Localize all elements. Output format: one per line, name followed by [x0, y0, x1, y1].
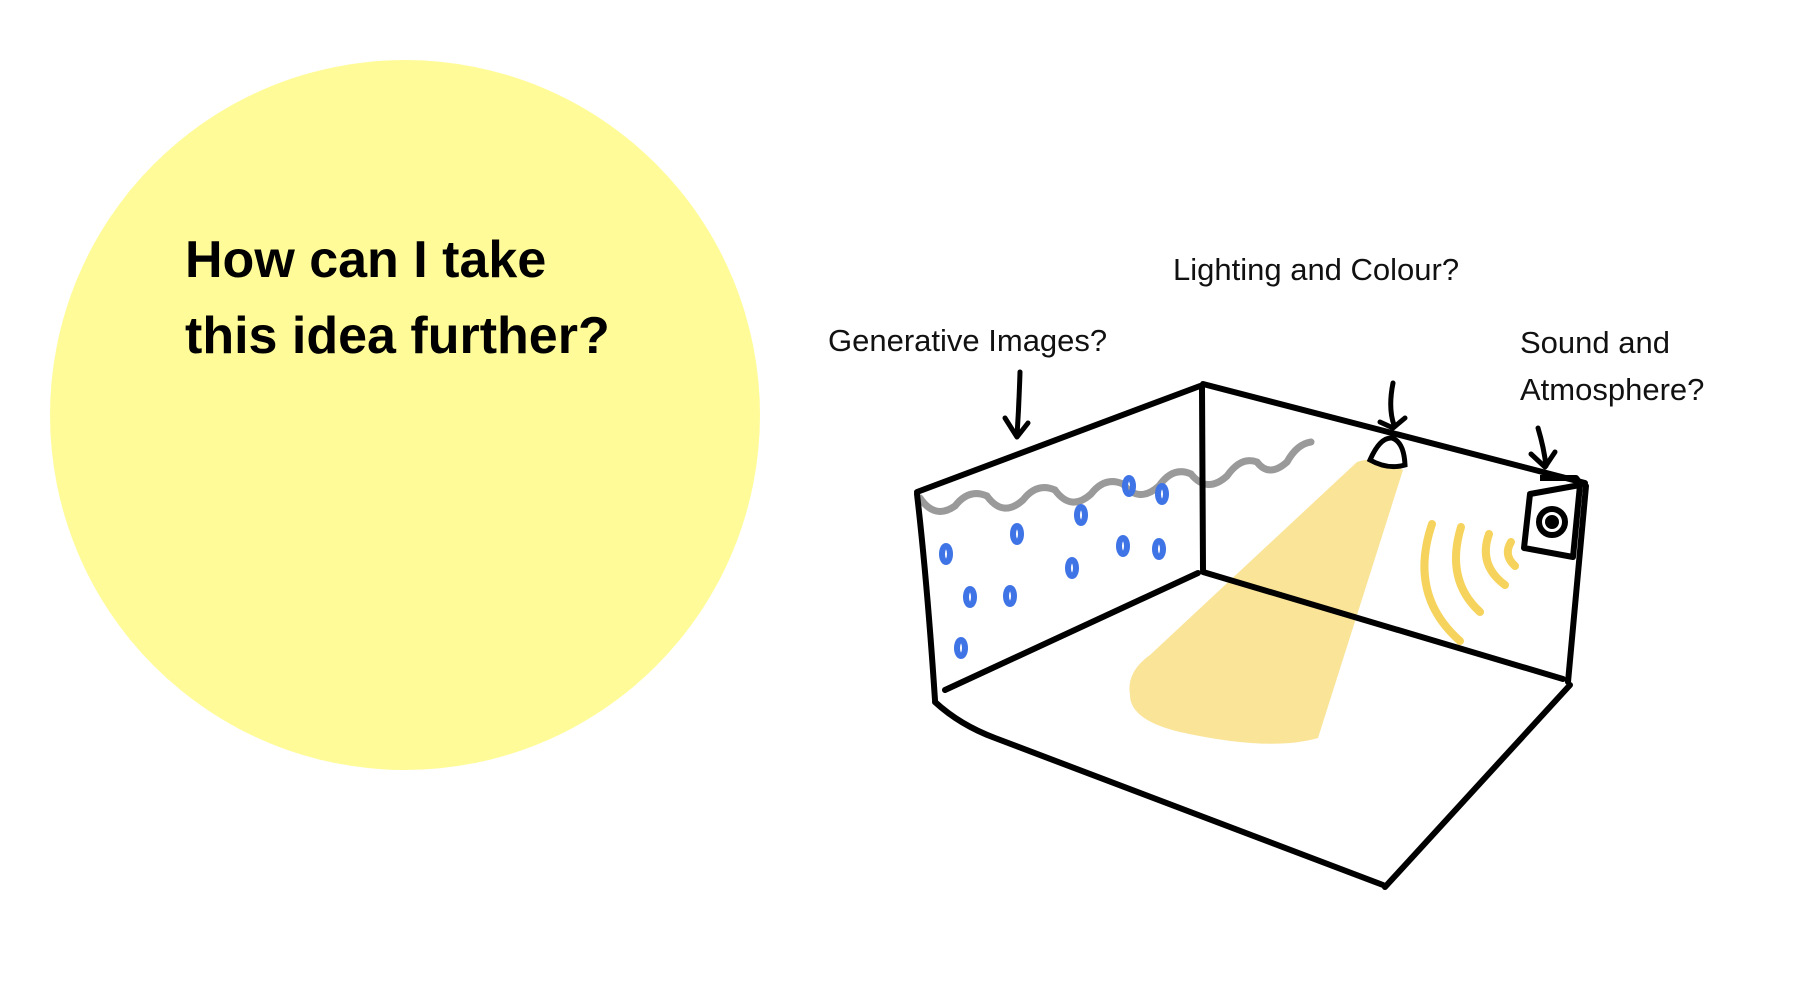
room-outline: [914, 381, 1589, 890]
yellow-circle: [50, 60, 760, 770]
speaker-icon: [1521, 475, 1586, 560]
raindrop-icon: [1065, 557, 1079, 579]
lighting-colour-text: Lighting and Colour?: [1173, 252, 1460, 287]
arrow-down-icon: [1377, 380, 1408, 431]
question-line-1: How can I take: [185, 231, 547, 289]
generative-images-text: Generative Images?: [828, 323, 1108, 358]
raindrop-icon: [954, 637, 968, 659]
raindrop-icon: [1074, 504, 1088, 526]
raindrops: [939, 475, 1169, 659]
sound-label-line-1: Sound and: [1520, 325, 1670, 360]
generative-images-label: Generative Images?: [828, 317, 1107, 364]
sound-label-line-2: Atmosphere?: [1520, 372, 1705, 407]
raindrop-icon: [1010, 523, 1024, 545]
arrows: [1002, 369, 1558, 470]
raindrop-icon: [1155, 483, 1169, 505]
sound-atmosphere-label: Sound and Atmosphere?: [1520, 319, 1704, 413]
ceiling-lamp-icon: [1366, 435, 1408, 470]
light-beam: [1129, 459, 1403, 744]
arrow-down-icon: [1528, 425, 1558, 470]
question-heading: How can I take this idea further?: [185, 222, 610, 374]
raindrop-icon: [963, 586, 977, 608]
raindrop-icon: [939, 543, 953, 565]
wave-pattern: [916, 438, 1315, 515]
raindrop-icon: [1152, 538, 1166, 560]
raindrop-icon: [1116, 535, 1130, 557]
question-line-2: this idea further?: [185, 307, 610, 365]
raindrop-icon: [1122, 475, 1136, 497]
raindrop-icon: [1003, 585, 1017, 607]
sound-wave-icon: [1420, 520, 1519, 645]
arrow-down-icon: [1002, 369, 1031, 440]
lighting-colour-label: Lighting and Colour?: [1173, 246, 1459, 293]
